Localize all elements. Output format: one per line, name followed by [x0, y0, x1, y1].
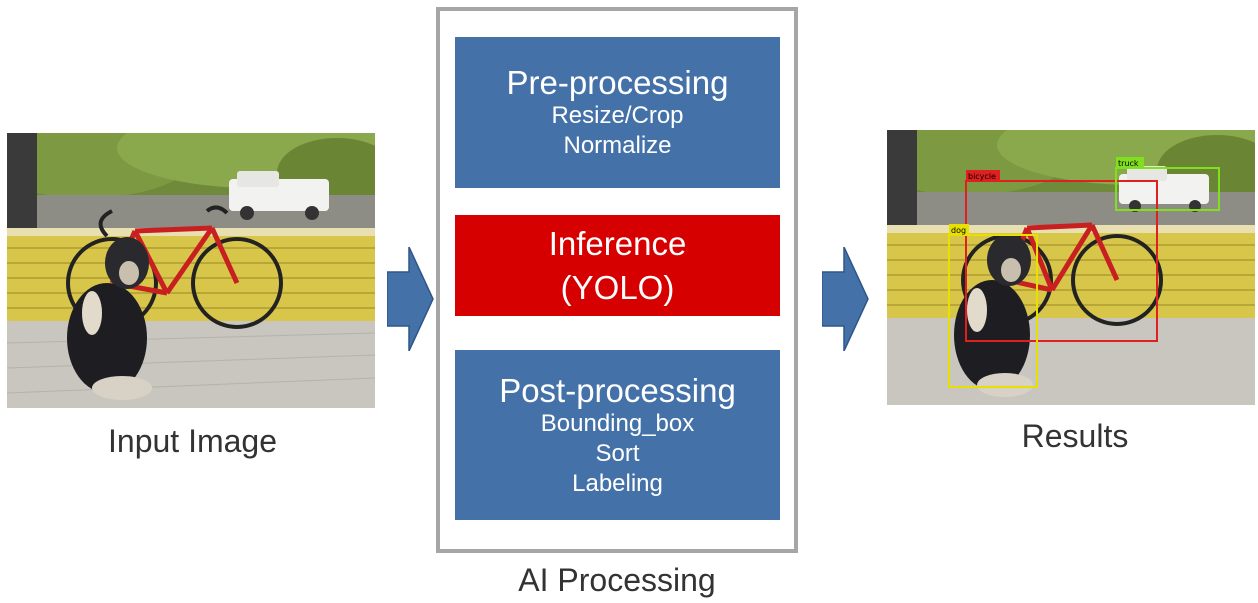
- bbox-label-bicycle: bicycle: [968, 172, 996, 181]
- inference-title: Inference: [548, 224, 687, 262]
- results-image: bicycle truck dog: [887, 130, 1255, 405]
- arrow-right-icon: [387, 247, 434, 351]
- preprocessing-title: Pre-processing: [506, 64, 729, 101]
- postprocessing-title: Post-processing: [499, 371, 736, 409]
- bbox-label-dog: dog: [951, 226, 966, 235]
- input-image: [7, 133, 375, 408]
- bbox-label-truck: truck: [1118, 159, 1139, 168]
- inference-box: Inference (YOLO): [455, 215, 780, 316]
- bbox-truck: [1115, 167, 1220, 211]
- input-image-caption: Input Image: [108, 423, 277, 459]
- bbox-dog: [948, 234, 1038, 388]
- postprocessing-step: Bounding_box: [540, 409, 695, 437]
- ai-processing-caption: AI Processing: [518, 562, 716, 598]
- results-caption: Results: [1021, 418, 1129, 454]
- inference-model: (YOLO): [560, 268, 675, 306]
- bbox-bicycle: [965, 180, 1158, 342]
- postprocessing-step: Labeling: [572, 469, 663, 497]
- preprocessing-box: Pre-processing Resize/Crop Normalize: [455, 37, 780, 188]
- preprocessing-step: Resize/Crop: [551, 102, 684, 129]
- postprocessing-step: Sort: [595, 439, 640, 467]
- arrow-right-icon: [822, 247, 869, 351]
- preprocessing-step: Normalize: [563, 132, 672, 159]
- postprocessing-box: Post-processing Bounding_box Sort Labeli…: [455, 350, 780, 520]
